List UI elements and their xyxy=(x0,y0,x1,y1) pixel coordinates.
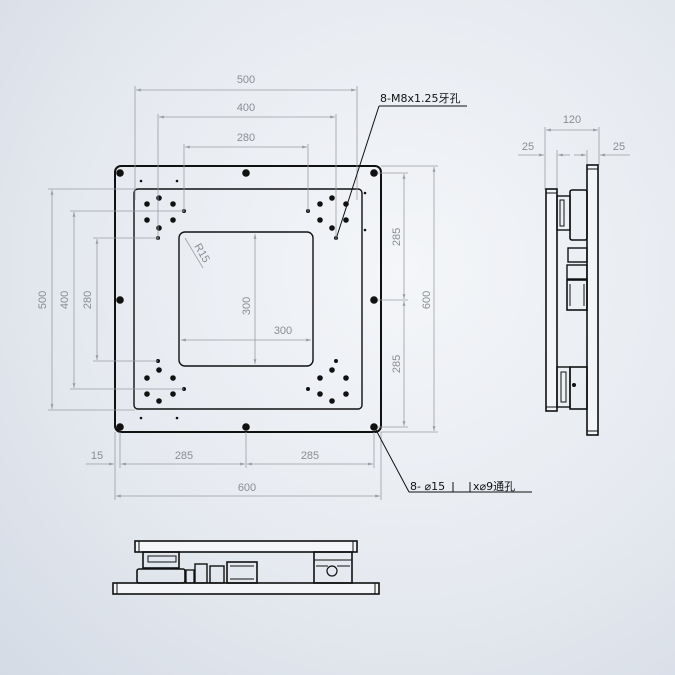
dim-side-25-right: 25 xyxy=(613,141,625,153)
dim-top-500: 500 xyxy=(237,74,255,86)
inner-plate xyxy=(133,188,363,410)
hole-cluster-br xyxy=(306,359,349,404)
top-view: 500 400 280 500 400 280 xyxy=(37,74,532,500)
front-view xyxy=(112,540,380,595)
callout-thread: 8-M8x1.25牙孔 xyxy=(336,92,467,237)
dim-window-height: 300 xyxy=(241,297,253,315)
dim-left-280: 280 xyxy=(82,291,94,309)
dim-window-width: 300 xyxy=(274,325,292,337)
top-dimensions: 500 400 280 xyxy=(134,74,358,240)
bottom-dimensions: 15 285 285 600 xyxy=(86,432,382,500)
dim-side-25-left: 25 xyxy=(522,141,534,153)
dim-side-120: 120 xyxy=(563,114,581,126)
side-view: 120 25 25 xyxy=(518,114,630,436)
center-window xyxy=(178,231,314,367)
side-dimensions: 120 25 25 xyxy=(518,114,630,190)
dim-bottom-285-right: 285 xyxy=(301,450,319,462)
dim-left-400: 400 xyxy=(59,291,71,309)
dim-left-500: 500 xyxy=(37,291,49,309)
through-holes xyxy=(116,169,378,431)
left-dimensions: 500 400 280 xyxy=(37,188,184,411)
dim-bottom-600: 600 xyxy=(238,482,256,494)
dim-right-285-bottom: 285 xyxy=(391,355,403,373)
hole-cluster-tr xyxy=(306,195,349,240)
window-dimensions: 300 300 R15 xyxy=(181,234,311,364)
dim-bottom-15: 15 xyxy=(91,450,103,462)
through-hole-note-prefix: 8- ⌀15 xyxy=(410,480,445,493)
hole-cluster-bl xyxy=(144,359,186,404)
outer-plate xyxy=(114,165,382,433)
dim-bottom-285-left: 285 xyxy=(175,450,193,462)
dim-right-600: 600 xyxy=(421,291,433,309)
right-dimensions: 285 285 600 xyxy=(378,165,438,433)
thread-hole-note: 8-M8x1.25牙孔 xyxy=(380,92,460,105)
dim-top-280: 280 xyxy=(237,132,255,144)
dim-right-285-top: 285 xyxy=(391,228,403,246)
through-hole-note-suffix: x⌀9通孔 xyxy=(473,480,515,493)
hole-cluster-tl xyxy=(144,195,186,240)
small-holes xyxy=(139,179,367,420)
dim-top-400: 400 xyxy=(237,102,255,114)
callout-through: 8- ⌀15 x⌀9通孔 xyxy=(375,429,532,493)
